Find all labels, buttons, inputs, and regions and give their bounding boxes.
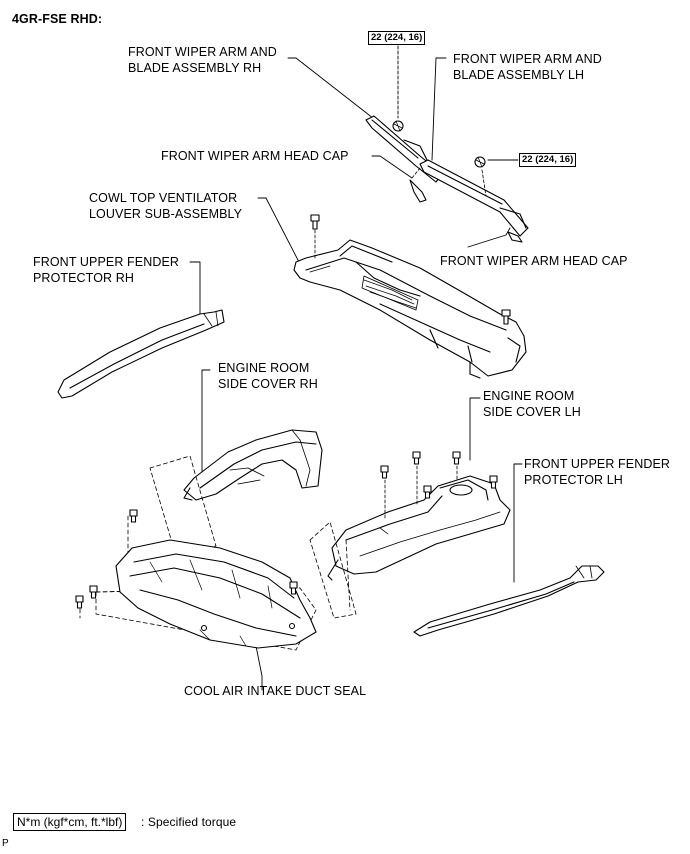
wiper-arm-rh-drawing <box>365 115 443 203</box>
label-head-cap-upper: FRONT WIPER ARM HEAD CAP <box>161 149 349 163</box>
torque-spec-right: 22 (224, 16) <box>519 153 577 167</box>
cowl-louver-drawing <box>293 214 527 379</box>
torque-spec-top: 22 (224, 16) <box>368 31 426 45</box>
label-engine-rh-line1: ENGINE ROOM <box>218 361 310 375</box>
label-wiper-rh-line2: BLADE ASSEMBLY RH <box>128 61 262 75</box>
wiper-arm-lh-drawing <box>419 156 529 243</box>
label-fender-lh-line1: FRONT UPPER FENDER <box>524 457 671 471</box>
label-engine-rh-line2: SIDE COVER RH <box>218 377 318 391</box>
duct-seal-drawing <box>75 509 317 649</box>
label-engine-lh-line2: SIDE COVER LH <box>483 405 581 419</box>
label-wiper-rh-line1: FRONT WIPER ARM AND <box>128 45 277 59</box>
engine-room-cover-lh-drawing <box>327 451 511 581</box>
leader-lines <box>189 45 523 691</box>
label-fender-lh-line2: PROTECTOR LH <box>524 473 623 487</box>
label-head-cap-lower: FRONT WIPER ARM HEAD CAP <box>440 254 628 268</box>
fender-protector-lh-drawing <box>413 565 605 637</box>
engine-room-cover-rh-drawing <box>183 429 323 501</box>
corner-mark: P <box>2 838 9 849</box>
diagram-title: 4GR-FSE RHD: <box>12 12 103 26</box>
legend-description: : Specified torque <box>141 815 237 829</box>
label-wiper-lh-line1: FRONT WIPER ARM AND <box>453 52 602 66</box>
label-fender-rh-line2: PROTECTOR RH <box>33 271 134 285</box>
guide-lines-lh <box>309 521 357 619</box>
label-duct-seal: COOL AIR INTAKE DUCT SEAL <box>184 684 367 698</box>
fender-protector-rh-drawing <box>57 309 225 399</box>
label-fender-rh-line1: FRONT UPPER FENDER <box>33 255 180 269</box>
label-cowl-line2: LOUVER SUB-ASSEMBLY <box>89 207 243 221</box>
label-cowl-line1: COWL TOP VENTILATOR <box>89 191 238 205</box>
label-wiper-lh-line2: BLADE ASSEMBLY LH <box>453 68 585 82</box>
label-engine-lh-line1: ENGINE ROOM <box>483 389 575 403</box>
legend-unit-box: N*m (kgf*cm, ft.*lbf) <box>13 813 127 831</box>
